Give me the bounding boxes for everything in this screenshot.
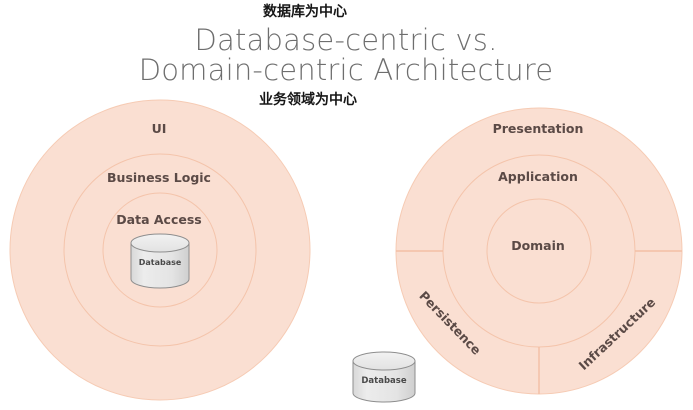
title-line-2: Domain-centric Architecture: [139, 53, 554, 87]
right-diagram-domain-centric: Presentation Application Domain Persiste…: [395, 107, 683, 395]
database-top: [352, 351, 416, 371]
database-body: [352, 360, 416, 403]
left-ring-label-ui: UI: [152, 121, 167, 136]
external-database-cylinder: Database: [352, 351, 416, 403]
left-ring-label-data-access: Data Access: [116, 212, 201, 227]
annotation-database-centric: 数据库为中心: [263, 3, 347, 20]
database-top: [130, 233, 190, 253]
left-ring-label-business-logic: Business Logic: [107, 170, 211, 185]
right-ring-label-domain: Domain: [511, 238, 565, 253]
annotation-domain-centric: 业务领域为中心: [259, 91, 357, 108]
database-body: [130, 242, 190, 289]
right-ring-label-application: Application: [498, 169, 578, 184]
right-ring-label-presentation: Presentation: [493, 121, 584, 136]
left-database-label: Database: [139, 258, 182, 267]
left-database-cylinder: Database: [130, 233, 190, 289]
left-diagram-database-centric: UI Business Logic Data Access Database: [9, 99, 311, 401]
external-database-label: Database: [361, 376, 406, 386]
right-ring-domain: [486, 198, 592, 304]
title-line-1: Database-centric vs.: [194, 23, 497, 57]
